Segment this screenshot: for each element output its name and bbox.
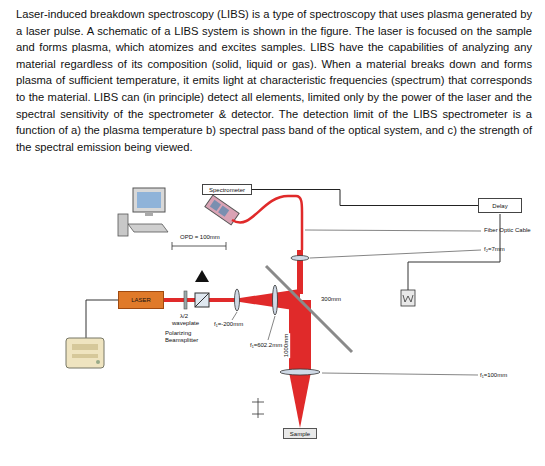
part-label: f₁=100mm [480, 372, 507, 379]
dimension-label: OPD = 100mm [180, 234, 220, 241]
part-label: λ/2 [180, 313, 188, 320]
part-label: Fiber Optic Cable [484, 227, 531, 234]
lens [280, 369, 320, 375]
dimension-label: 300mm [320, 296, 342, 303]
laser-box: LASER [118, 291, 164, 309]
detector [401, 290, 415, 306]
delay-box: Delay [478, 198, 522, 213]
focused-beam [289, 300, 311, 428]
node-label: Spectrometer [209, 187, 245, 193]
controller-icon [66, 338, 104, 368]
dimension-label: 1000mm [283, 333, 290, 358]
lens [273, 285, 278, 315]
caption-paragraph: Laser-induced breakdown spectroscopy (LI… [16, 6, 532, 155]
instrument-box: Spectrometer [202, 184, 252, 195]
part-label: Polarizing Beamsplitter [165, 330, 205, 344]
translation-stage [252, 398, 264, 418]
laser-wire [86, 300, 118, 338]
part-label: f₁=602.2mm [250, 342, 282, 349]
polarizing-beamsplitter [195, 293, 209, 307]
computer-icon [118, 188, 168, 236]
dichroic-mirror [266, 266, 352, 352]
sample-box: Sample [283, 428, 317, 439]
fiber-optic-cable [232, 196, 302, 250]
part-label: f₂=7mm [484, 246, 505, 253]
node-label: LASER [131, 297, 151, 303]
leader-line [232, 230, 481, 375]
lens [291, 256, 309, 261]
waveplate [184, 291, 187, 309]
dimension-bracket [172, 242, 226, 250]
node-label: Sample [290, 431, 310, 437]
lens [235, 289, 240, 311]
beam-dump [195, 270, 209, 282]
signal-cable [252, 190, 478, 206]
part-label: f₁=-200mm [214, 321, 243, 328]
part-label: waveplate [172, 320, 199, 327]
node-label: Delay [492, 203, 507, 209]
